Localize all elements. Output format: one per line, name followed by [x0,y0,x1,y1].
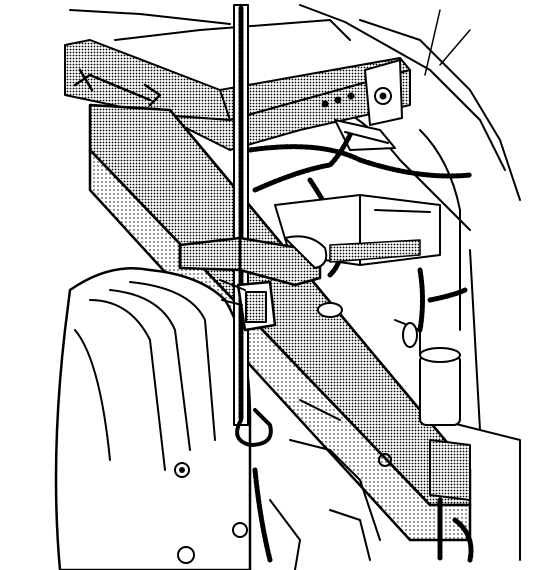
lower-linkage [252,399,392,570]
rod-wing-plate [178,235,328,287]
threaded-support-rod [233,4,249,426]
rod-clamp [219,279,277,332]
wiring-harness [247,132,473,333]
rail-end-bracket [334,59,403,151]
engine-block [54,266,252,570]
left-hook-bolt [73,68,162,107]
lower-right-fittings [394,319,474,563]
lift-hook [235,408,273,447]
beam-slots [317,302,418,348]
